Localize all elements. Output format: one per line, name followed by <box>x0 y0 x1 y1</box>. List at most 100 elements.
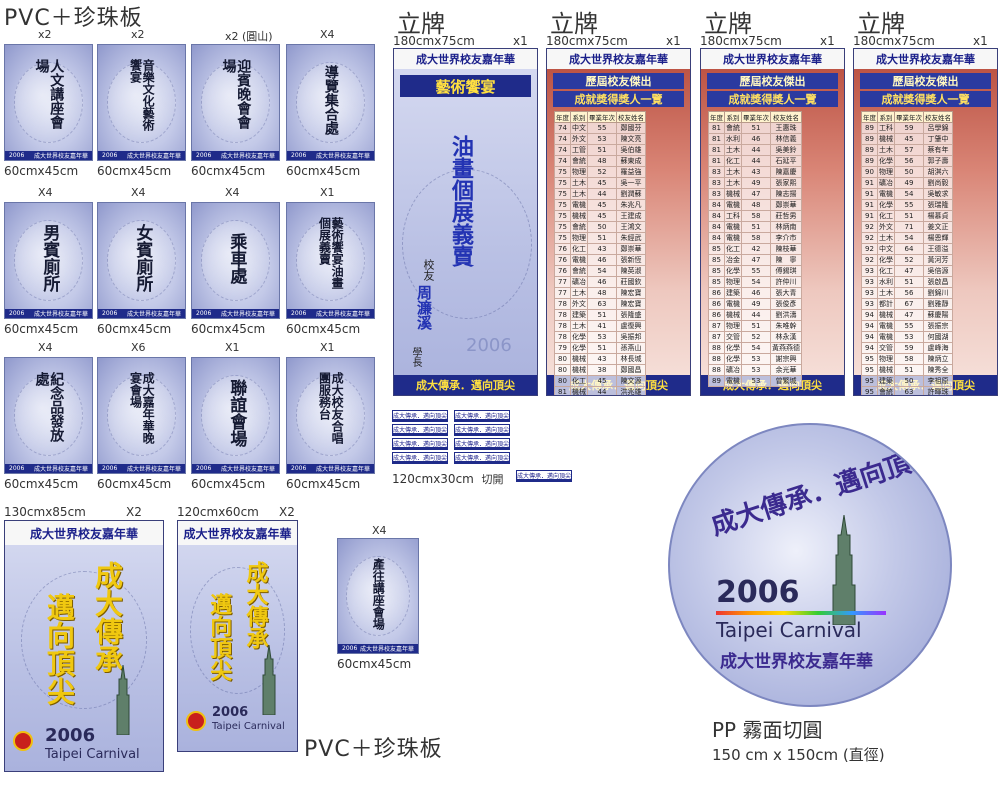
column-header: 年度 <box>708 111 725 123</box>
table-cell: 土木 <box>877 232 895 244</box>
panel-size: 60cmx45cm <box>97 477 172 491</box>
table-cell: 89 <box>861 144 878 156</box>
table-cell: 51 <box>587 309 617 321</box>
table-cell: 工科 <box>877 122 895 134</box>
banner-qty: X2 <box>126 505 142 519</box>
table-cell: 化工 <box>724 155 742 167</box>
table-cell: 都計 <box>877 298 895 310</box>
panel-qty: X1 <box>320 186 335 199</box>
strip-banner: 成大傳承．邁向頂尖 <box>454 438 510 450</box>
table-cell: 63 <box>587 298 617 310</box>
table-cell: 化學 <box>877 199 895 211</box>
table-cell: 陳嘉慶 <box>770 166 802 178</box>
table-cell: 83 <box>708 166 725 178</box>
table-cell: 會統 <box>570 265 588 277</box>
alum-name: 周濂溪 <box>415 285 433 330</box>
panel-text: 聯誼會場 <box>226 379 247 448</box>
table-cell: 78 <box>554 320 571 332</box>
table-cell: 85 <box>708 265 725 277</box>
table-cell: 陳宏寶 <box>616 287 646 299</box>
table-cell: 工管 <box>570 144 588 156</box>
stand-header: 成大世界校友嘉年華 <box>854 49 997 69</box>
table-cell: 58 <box>741 210 771 222</box>
panel-qty: X4 <box>320 28 335 41</box>
table-cell: 土木 <box>570 188 588 200</box>
table-cell: 化工 <box>877 265 895 277</box>
table-cell: 86 <box>708 309 725 321</box>
table-cell: 張俊彥 <box>770 298 802 310</box>
table-cell: 85 <box>708 243 725 255</box>
panel-qty: X4 <box>225 186 240 199</box>
table-cell: 75 <box>554 199 571 211</box>
table-cell: 化工 <box>570 375 588 387</box>
panel-size: 60cmx45cm <box>97 164 172 178</box>
table-cell: 礦冶 <box>877 177 895 189</box>
column-header: 校友姓名 <box>616 111 646 123</box>
globe-graphic <box>20 571 148 709</box>
table-cell: 71 <box>894 221 924 233</box>
table-cell: 劉洪濤 <box>770 309 802 321</box>
table-cell: 黃燕燕德 <box>770 342 802 354</box>
table-cell: 90 <box>861 166 878 178</box>
panel-qty: x2 <box>131 28 145 41</box>
table-cell: 機械 <box>724 188 742 200</box>
table-cell: 電機 <box>724 375 742 387</box>
honor-stand: 成大世界校友嘉年華成大傳承．邁向頂尖歷屆校友傑出成就獎得獎人一覽年度系別畢業年次… <box>700 48 845 396</box>
panel-text: 迎賓晚會會場 <box>220 58 252 129</box>
table-cell: 張大青 <box>770 287 802 299</box>
table-cell: 丁肇中 <box>923 133 953 145</box>
globe-graphic <box>295 220 366 301</box>
table-cell: 43 <box>587 353 617 365</box>
table-cell: 52 <box>587 166 617 178</box>
table-cell: 陳枝華 <box>770 243 802 255</box>
panel-text: 導覽集合處 <box>322 65 339 136</box>
table-cell: 傅錫琪 <box>770 265 802 277</box>
strip-banner: 成大傳承．邁向頂尖 <box>392 452 448 464</box>
table-cell: 91 <box>861 199 878 211</box>
table-cell: 土木 <box>724 177 742 189</box>
table-cell: 49 <box>741 298 771 310</box>
stand-qty: x1 <box>666 34 681 48</box>
table-cell: 土木 <box>877 287 895 299</box>
panel-qty: X6 <box>131 341 146 354</box>
table-cell: 會統 <box>877 386 895 396</box>
table-cell: 黃河芳 <box>923 254 953 266</box>
table-cell: 土木 <box>570 177 588 189</box>
table-cell: 許暉珠 <box>923 386 953 395</box>
table-cell: 77 <box>554 287 571 299</box>
stand-qty: x1 <box>973 34 988 48</box>
table-cell: 81 <box>708 144 725 156</box>
table-cell: 鄭國芬 <box>616 122 646 134</box>
ncku-logo-icon <box>186 711 206 731</box>
table-cell: 54 <box>894 188 924 200</box>
table-cell: 87 <box>708 331 725 343</box>
table-cell: 47 <box>894 309 924 321</box>
table-cell: 電機 <box>724 232 742 244</box>
honor-stand: 成大世界校友嘉年華成大傳承．邁向頂尖歷屆校友傑出成就獎得獎人一覽年度系別畢業年次… <box>853 48 998 396</box>
honor-stand: 成大世界校友嘉年華成大傳承．邁向頂尖歷屆校友傑出成就獎得獎人一覽年度系別畢業年次… <box>546 48 691 396</box>
table-cell: 陳宏寶 <box>616 298 646 310</box>
pvc-section-title: PVC＋珍珠板 <box>4 6 143 31</box>
